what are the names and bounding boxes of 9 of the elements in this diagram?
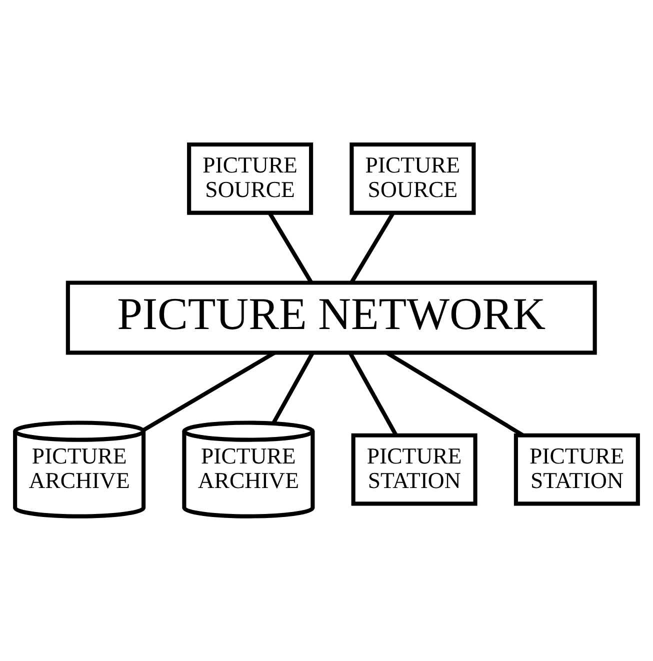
node-box: PICTURE STATION — [514, 433, 640, 506]
node-box: PICTURE STATION — [351, 433, 478, 506]
node-box: PICTURE SOURCE — [187, 142, 314, 215]
connector — [348, 352, 398, 436]
node-box: PICTURE NETWORK — [66, 280, 597, 355]
node-box: PICTURE SOURCE — [350, 142, 476, 215]
connector — [350, 212, 395, 284]
connector — [272, 352, 314, 424]
connector — [268, 212, 314, 284]
